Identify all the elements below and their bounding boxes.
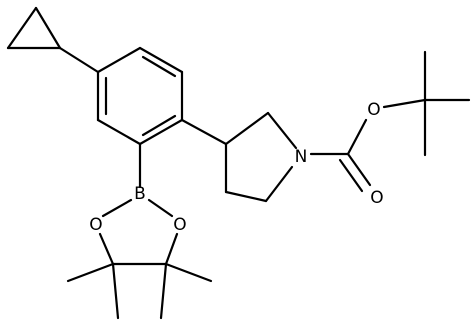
oxygen-carbon-bond [98, 232, 115, 266]
nitrogen-label: N [295, 147, 308, 167]
ring-bond [266, 111, 298, 150]
carbonyl-ester-bond [346, 118, 368, 156]
oxygen-label: O [367, 100, 380, 120]
methyl-bond [159, 262, 168, 320]
pinacol-boronate-group [66, 142, 213, 320]
ring-bond [224, 190, 268, 203]
ring-bond [224, 111, 270, 146]
cyclopropyl-bond [34, 6, 62, 50]
carbonyl-double-bond [346, 152, 372, 187]
ester-tbutyl-bond [382, 98, 427, 109]
ring-bond [264, 165, 294, 203]
cyclopropyl-bond [6, 6, 38, 50]
boron-oxygen-bond [147, 198, 174, 218]
oxygen-label: O [89, 215, 102, 235]
boron-label: B [134, 184, 146, 204]
ring-bond [138, 118, 184, 146]
cyclopropyl-aryl-bond [58, 46, 100, 74]
methyl-bond [111, 262, 120, 320]
carbonyl-double-bond [338, 158, 364, 193]
methyl-bond [164, 262, 213, 283]
benzene-ring [96, 46, 184, 146]
ring-bond [96, 46, 142, 74]
ring-bond [96, 118, 142, 146]
pyrrolidine-ring [180, 111, 298, 203]
ring-double-bond [141, 55, 177, 78]
oxygen-label: O [370, 188, 383, 208]
oxygen-label: O [173, 215, 186, 235]
aryl-pyrrolidine-bond [180, 118, 228, 146]
boron-oxygen-bond [101, 198, 133, 218]
cyclopropyl-group [6, 6, 100, 74]
ring-double-bond [141, 114, 177, 137]
boc-group [309, 50, 471, 193]
ring-bond [138, 46, 184, 74]
oxygen-carbon-bond [164, 232, 179, 266]
atom-labels: B O O N O O [89, 100, 383, 235]
methyl-bond [66, 262, 115, 283]
